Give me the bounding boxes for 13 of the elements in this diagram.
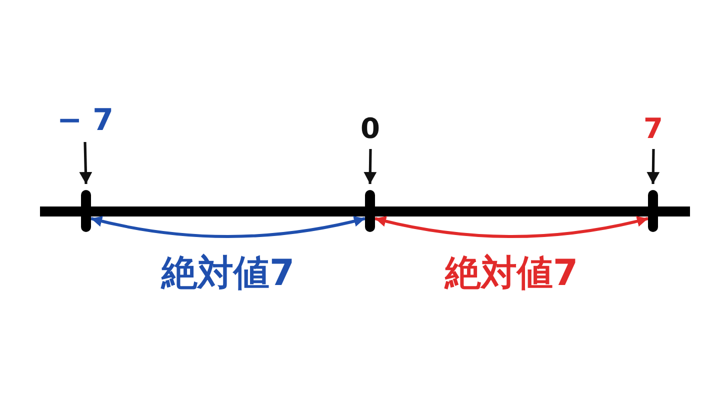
- double-headed-arc-arrow: [90, 216, 366, 238]
- value-label: 7: [644, 115, 663, 143]
- tick-mark: [81, 190, 91, 232]
- value-label: − 7: [57, 106, 114, 136]
- tick-mark: [648, 190, 658, 232]
- value-label: 0: [360, 115, 380, 143]
- pointer-arrow: [80, 142, 92, 184]
- tick-mark: [365, 190, 375, 232]
- edge-label: 絶対値7: [162, 256, 295, 292]
- edge-label: 絶対値7: [445, 256, 578, 292]
- double-headed-arc-arrow: [374, 216, 648, 238]
- pointer-arrow: [364, 148, 376, 184]
- pointer-arrow: [647, 148, 660, 184]
